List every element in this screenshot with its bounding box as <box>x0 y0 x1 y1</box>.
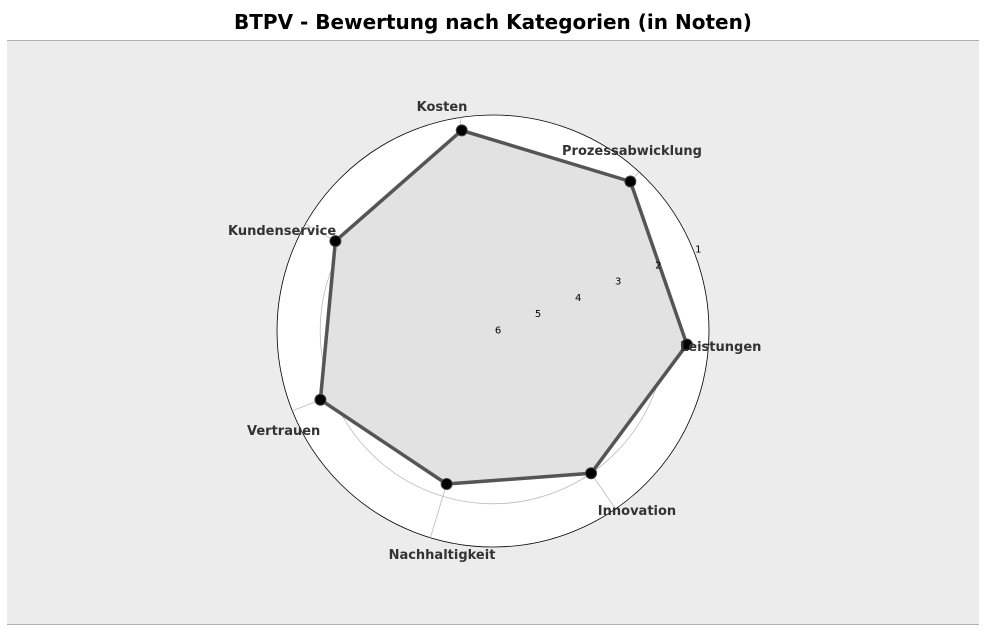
data-point-5 <box>314 393 327 406</box>
data-point-3 <box>455 124 468 137</box>
category-label-leistungen: Leistungen <box>680 340 761 355</box>
data-point-4 <box>329 235 342 248</box>
radial-tick-label-5: 5 <box>535 309 541 320</box>
category-label-vertrauen: Vertrauen <box>247 424 320 439</box>
category-label-nachhaltigkeit: Nachhaltigkeit <box>389 548 496 563</box>
radial-tick-label-3: 3 <box>615 277 621 288</box>
radial-tick-label-2: 2 <box>655 261 661 272</box>
category-label-kundenservice: Kundenservice <box>228 224 336 239</box>
category-label-innovation: Innovation <box>598 504 676 519</box>
radial-tick-label-1: 1 <box>695 244 701 255</box>
series-line <box>318 128 689 486</box>
category-label-prozessabwicklung: Prozessabwicklung <box>562 144 702 159</box>
data-point-7 <box>585 467 598 480</box>
category-label-kosten: Kosten <box>417 100 468 115</box>
series-fill-area <box>320 130 687 484</box>
radial-tick-label-4: 4 <box>575 293 581 304</box>
chart-title: BTPV - Bewertung nach Kategorien (in Not… <box>234 10 752 34</box>
data-point-2 <box>624 175 637 188</box>
data-point-6 <box>440 477 453 490</box>
data-point-1 <box>680 338 693 351</box>
radial-tick-label-6: 6 <box>495 325 501 336</box>
